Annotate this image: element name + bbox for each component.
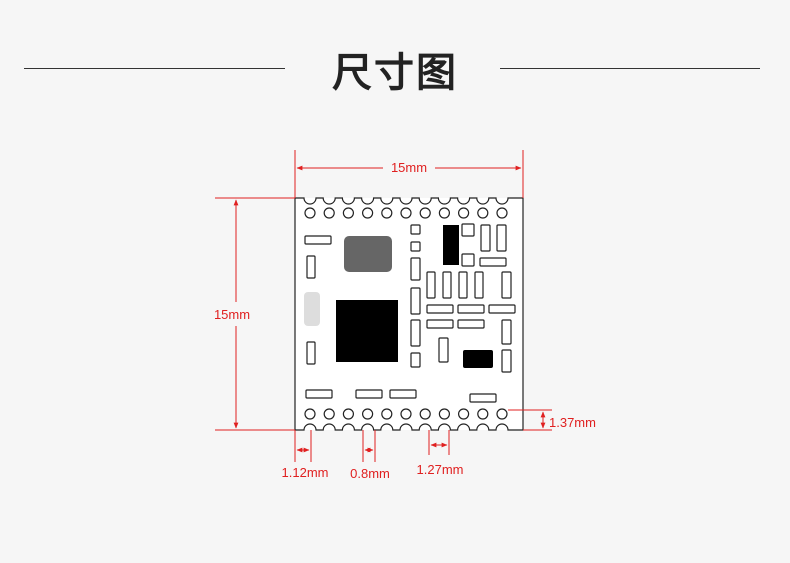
pad-hole: [458, 408, 470, 420]
chip-light: [304, 292, 320, 326]
pad-hole: [419, 207, 431, 219]
pad-hole: [381, 207, 393, 219]
pad-hole: [496, 207, 508, 219]
pad-hole: [381, 408, 393, 420]
pad-hole: [438, 408, 450, 420]
chip-main: [336, 300, 398, 362]
pad-pitch-label: 1.27mm: [417, 462, 464, 477]
height-label: 15mm: [214, 307, 250, 322]
pad-hole: [438, 207, 450, 219]
pad-hole: [458, 207, 470, 219]
pad-hole: [477, 408, 489, 420]
pad-end-label: 1.12mm: [282, 465, 329, 480]
title-rule-right: [500, 68, 760, 69]
pad-hole: [477, 207, 489, 219]
pad-hole: [362, 207, 374, 219]
dimension-lines: [215, 150, 552, 462]
pad-hole: [304, 207, 316, 219]
pad-hole: [362, 408, 374, 420]
chip-small-black: [443, 225, 459, 265]
pad-hole: [419, 408, 431, 420]
pad-hole: [342, 207, 354, 219]
pad-hole: [323, 408, 335, 420]
pad-hole: [323, 207, 335, 219]
chip-grey: [344, 236, 392, 272]
pad-hole: [496, 408, 508, 420]
title-rule-left: [24, 68, 285, 69]
pad-holes: [304, 207, 508, 420]
pad-hole: [304, 408, 316, 420]
page-title: 尺寸图: [332, 50, 458, 96]
pad-hole: [400, 408, 412, 420]
pad-offset-label: 1.37mm: [549, 415, 596, 430]
chip-small-black-2: [463, 350, 493, 368]
pad-hole: [342, 408, 354, 420]
components: [304, 223, 516, 403]
width-label: 15mm: [391, 160, 427, 175]
pad-hole: [400, 207, 412, 219]
pad-width-label: 0.8mm: [350, 466, 390, 481]
